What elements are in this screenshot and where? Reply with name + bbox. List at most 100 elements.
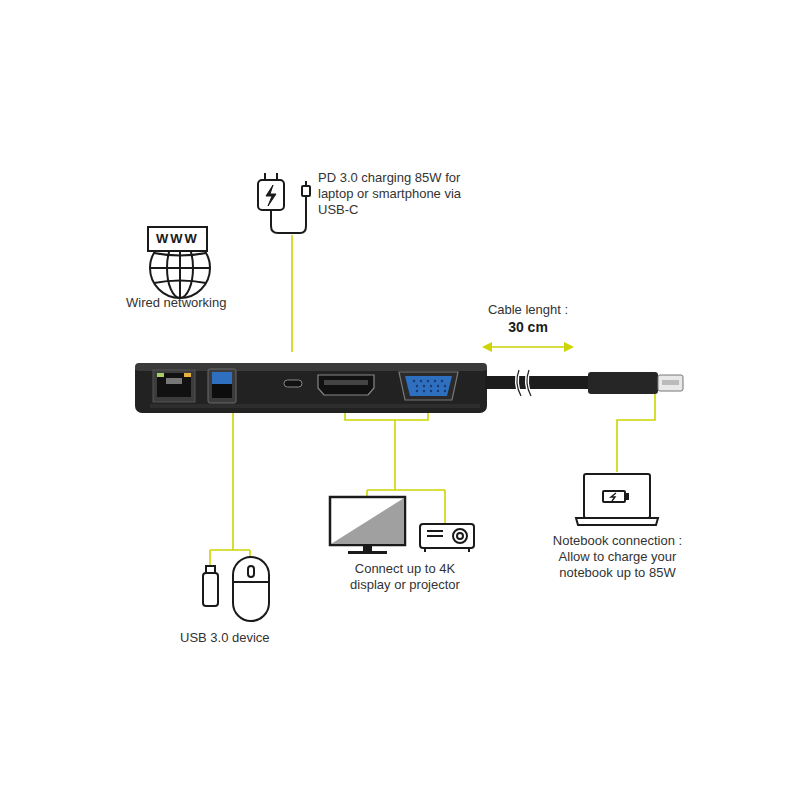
- drawing-part: [434, 380, 436, 382]
- projector-icon: [420, 524, 474, 548]
- dock-hub: [405, 376, 452, 396]
- projector-icon: [427, 530, 443, 532]
- usb-c-cable: [485, 376, 589, 389]
- laptop-icon: [576, 474, 658, 525]
- drawing-part: [441, 380, 443, 382]
- drawing-part: [437, 390, 439, 392]
- cable-label: Cable lenght :: [468, 302, 588, 318]
- leader-lines: [232, 412, 234, 550]
- mouse-icon: [233, 557, 269, 621]
- laptop-icon: [611, 493, 616, 501]
- projector-icon: [457, 533, 463, 539]
- length-arrow: [482, 342, 492, 352]
- leader-lines: [444, 490, 446, 524]
- projector-icon: [468, 548, 470, 552]
- mouse-icon: [233, 557, 269, 621]
- projector-icon: [427, 535, 443, 537]
- laptop-icon: [584, 474, 650, 518]
- monitor-icon: [363, 545, 372, 551]
- projector-icon: [420, 524, 474, 552]
- usb-c-cable: [517, 368, 521, 398]
- charger-icon: [305, 181, 307, 186]
- port-label: PD 3.0 charging 85W for laptop or smartp…: [318, 170, 470, 218]
- monitor-icon: [348, 551, 387, 554]
- drawing-part: [423, 385, 425, 387]
- www-box: WWW: [147, 226, 208, 252]
- leader-lines: [291, 235, 293, 352]
- dock-hub: [212, 384, 232, 398]
- projector-icon: [424, 548, 426, 552]
- length-arrow: [490, 346, 566, 348]
- usb-c-cable: [662, 380, 679, 385]
- leader-lines: [209, 550, 211, 566]
- mouse-icon: [248, 566, 254, 577]
- usb-c-cable: [517, 370, 521, 396]
- dock-hub: [284, 380, 302, 387]
- charger-icon: [302, 186, 310, 196]
- drawing-part: [430, 390, 432, 392]
- drawing-part: [427, 380, 429, 382]
- flash-drive-icon: [206, 566, 215, 573]
- dock-hub: [184, 373, 191, 377]
- drawing-part: [423, 390, 425, 392]
- charger-icon: [258, 173, 310, 233]
- laptop-icon: [603, 491, 625, 502]
- drawing-part: [413, 380, 415, 382]
- leader-lines: [249, 550, 251, 557]
- dock-hub: [135, 363, 487, 413]
- usb-c-cable: [658, 375, 683, 391]
- port-label: USB 3.0 device: [180, 630, 300, 646]
- leader-lines: [394, 420, 396, 490]
- leader-lines: [617, 394, 655, 472]
- drawing-part: [416, 390, 418, 392]
- charger-icon: [258, 180, 284, 210]
- drawing-part: [444, 390, 446, 392]
- leader-lines: [367, 489, 445, 491]
- port-label: Wired networking: [126, 295, 246, 311]
- length-arrow: [564, 342, 574, 352]
- usb-c-cable: [485, 368, 683, 398]
- monitor-icon: [330, 497, 405, 554]
- dock-hub: [166, 378, 182, 384]
- charger-icon: [266, 185, 276, 206]
- laptop-icon: [625, 494, 628, 499]
- port-label: Connect up to 4K display or projector: [340, 561, 470, 593]
- length-arrow: [482, 342, 574, 352]
- monitor-icon: [330, 497, 405, 545]
- dock-hub: [135, 363, 487, 413]
- projector-icon: [453, 529, 467, 543]
- charger-icon: [264, 173, 266, 180]
- dock-hub: [157, 373, 164, 377]
- flash-drive-icon: [203, 573, 218, 606]
- mouse-icon: [233, 581, 269, 583]
- drawing-part: [437, 385, 439, 387]
- dock-hub: [157, 373, 191, 397]
- globe-icon: [154, 253, 206, 256]
- dock-hub: [208, 369, 236, 403]
- charger-icon: [276, 173, 278, 180]
- drawing-part: [416, 385, 418, 387]
- drawing-part: [444, 385, 446, 387]
- dock-hub: [318, 375, 374, 395]
- charger-icon: [271, 196, 306, 233]
- dock-hub: [153, 370, 195, 402]
- usb-c-cable: [527, 370, 531, 396]
- flash-drive-icon: [203, 566, 218, 606]
- node-text: WWW: [156, 231, 199, 247]
- drawing-part: [430, 385, 432, 387]
- dock-hub: [150, 404, 480, 408]
- laptop-icon: [576, 518, 658, 525]
- usb-c-cable: [527, 368, 531, 398]
- port-label: Notebook connection : Allow to charge yo…: [545, 533, 690, 581]
- dock-hub: [324, 380, 368, 385]
- drawing-part: [420, 380, 422, 382]
- drawing-part: [413, 380, 446, 392]
- dimension: 30 cm: [468, 319, 588, 335]
- monitor-icon: [331, 498, 404, 544]
- leader-lines: [210, 549, 250, 551]
- dock-hub: [212, 372, 232, 384]
- usb-c-cable: [588, 372, 658, 394]
- globe-icon: [154, 281, 206, 284]
- dock-hub: [399, 372, 458, 400]
